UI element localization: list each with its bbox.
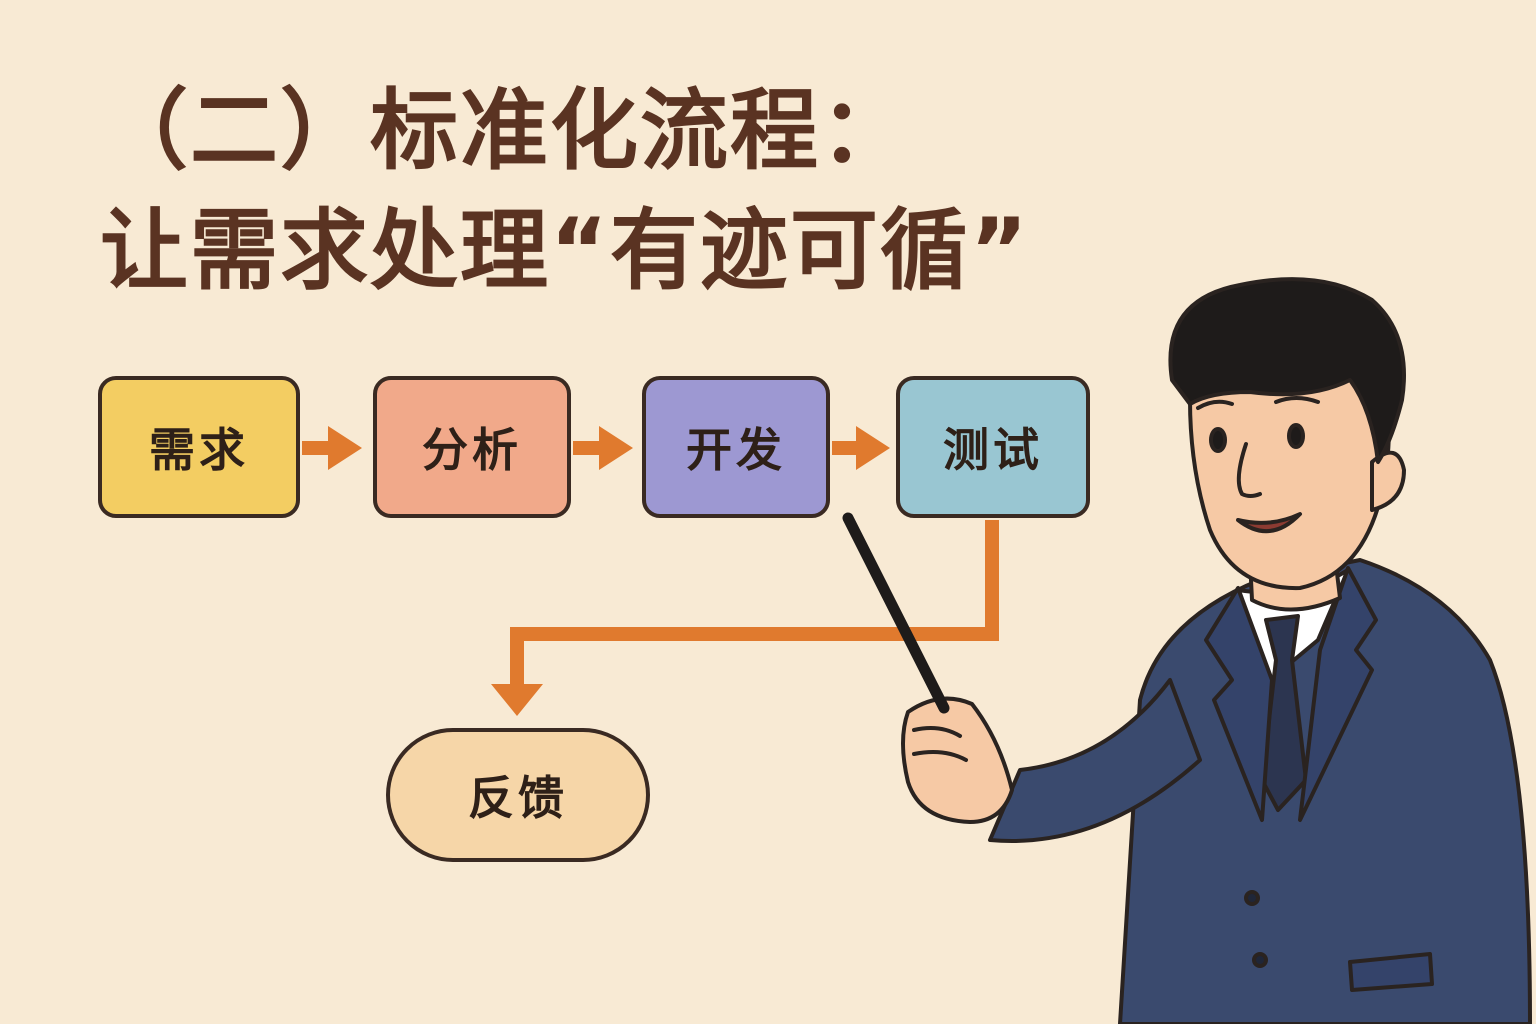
presenter-with-pointer-icon xyxy=(842,277,1532,1024)
step-testing: 测试 xyxy=(896,376,1090,518)
arrow-req-to-analysis-icon xyxy=(302,426,362,470)
step-feedback: 反馈 xyxy=(386,728,650,862)
page-title: （二）标准化流程： xyxy=(100,79,911,182)
step-development: 开发 xyxy=(642,376,830,518)
page-subtitle: 让需求处理“有迹可循” xyxy=(100,199,1030,302)
arrow-test-to-feedback-icon xyxy=(491,520,999,716)
arrow-analysis-to-dev-icon xyxy=(573,426,633,470)
arrow-dev-to-test-icon xyxy=(832,426,890,470)
step-analysis: 分析 xyxy=(373,376,571,518)
flow-arrows xyxy=(302,426,999,716)
step-requirement: 需求 xyxy=(98,376,300,518)
